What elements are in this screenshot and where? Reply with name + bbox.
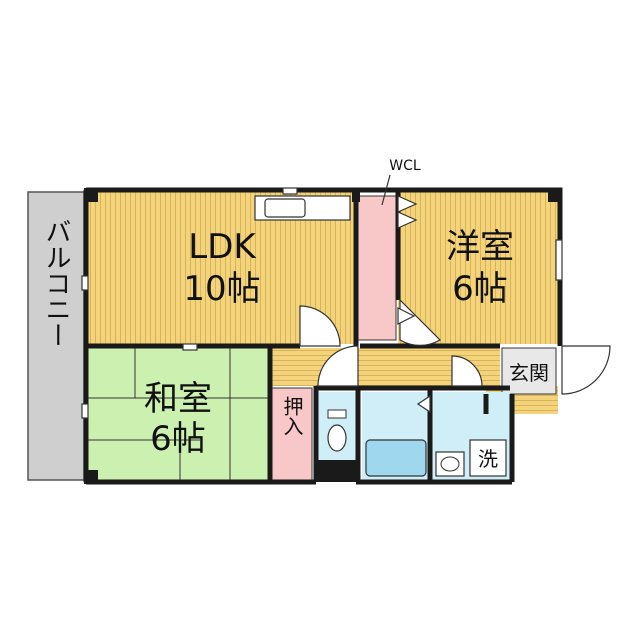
ldk-name: LDK: [188, 227, 257, 267]
windows: [81, 187, 563, 419]
door-swings: [299, 298, 611, 395]
entrance-label: 玄関: [509, 361, 549, 385]
western-room: [398, 192, 558, 344]
japanese-room: [88, 348, 270, 480]
sink-icon: [264, 198, 306, 218]
walk-in-closet: [357, 195, 397, 341]
closet: [271, 387, 313, 481]
entrance: [501, 347, 557, 395]
svg-text:バルコニー: バルコニー: [41, 218, 71, 348]
corner-posts: [84, 188, 562, 484]
closet-label: 押入: [280, 396, 304, 436]
washing-machine-area: [469, 439, 507, 477]
toilet-floor-dark: [318, 460, 356, 482]
washroom-label: 洗: [478, 447, 498, 471]
toilet-tank: [327, 409, 347, 419]
wcl-leader-line: [381, 174, 391, 206]
wcl-label: WCL: [389, 158, 421, 174]
japanese-size: 6帖: [150, 419, 206, 459]
washbasin-bowl: [440, 456, 460, 472]
closet-bifold-doors: [397, 195, 431, 414]
balcony: [27, 191, 85, 481]
tatami-lines: [88, 348, 270, 480]
balcony-label: バルコニー: [41, 218, 71, 348]
ldk-size: 10帖: [183, 269, 260, 309]
western-size: 6帖: [452, 269, 508, 309]
western-name: 洋室: [446, 227, 514, 267]
japanese-name: 和室: [144, 379, 212, 419]
toilet-icon: [327, 424, 347, 452]
bathtub-icon: [365, 439, 427, 477]
